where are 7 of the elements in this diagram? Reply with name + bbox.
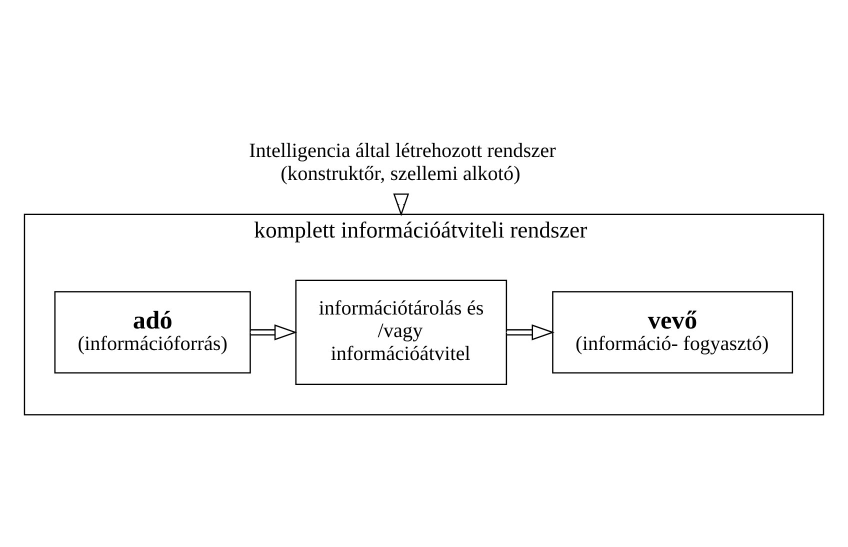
arrow (393, 192, 410, 216)
node-box: információtárolás és /vagy információátvitel (295, 279, 508, 384)
node-text: Intelligencia által létrehozott rendszer (konstruktőr, szellemi alkotó) (248, 140, 556, 184)
node-box: vevő (információ- fogyasztó) (552, 290, 794, 374)
arrow (250, 324, 298, 340)
arrow (506, 324, 555, 340)
node-box: adó (információforrás) (54, 290, 251, 374)
